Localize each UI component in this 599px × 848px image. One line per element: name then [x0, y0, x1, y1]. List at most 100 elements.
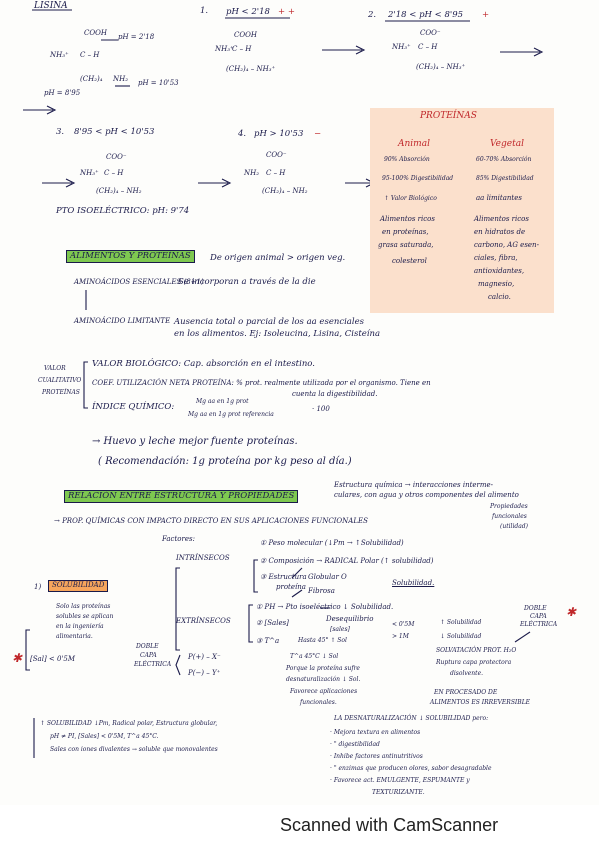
- note-estructura-1: Estructura química → interacciones inter…: [334, 481, 494, 489]
- star-right: ✱: [566, 605, 577, 619]
- desnat-4: · " enzimas que producen olores, sabor d…: [330, 765, 492, 772]
- huevo-leche: → Huevo y leche mejor fuente proteínas.: [92, 436, 298, 447]
- p-plus: P(+) – X⁻: [188, 653, 221, 661]
- intrinseco-3a: ③ Estructura: [260, 573, 307, 581]
- step4-number: 4.: [238, 129, 247, 139]
- protein-table-background: [370, 108, 554, 313]
- row3-animal: ↑ Valor Biológico: [384, 195, 437, 202]
- step1-nh3: NH₃⁺: [215, 45, 234, 53]
- row4-animal-4: colesterol: [392, 257, 427, 265]
- extrinseco-2b: Desequilibrio: [326, 615, 374, 623]
- side-label-cualitativo: CUALITATIVO: [38, 377, 82, 384]
- coo-h-label: COOH: [84, 29, 107, 37]
- p-minus: P(−) – Y⁺: [188, 669, 221, 677]
- note-propiedades: Propiedades: [490, 503, 528, 510]
- row4-animal-2: en proteínas,: [382, 228, 429, 236]
- step3-number: 3.: [56, 127, 65, 137]
- desnat-1: · Mejora textura en alimentos: [330, 729, 421, 736]
- left-doble-1: DOBLE: [136, 643, 159, 650]
- solo-line1: Solo las proteínas: [56, 603, 111, 610]
- extrinseco-2g: ↓ Solubilidad: [440, 633, 482, 640]
- pk3-label: pH = 8'95: [44, 89, 81, 97]
- intrinseco-3b: proteína: [276, 583, 306, 591]
- desnat-title: LA DESNATURALIZACIÓN ↓ SOLUBILIDAD pero:: [334, 715, 489, 722]
- note-estructura-2: culares, con agua y otros componentes de…: [334, 491, 519, 499]
- recomendacion: ( Recomendación: 1g proteína por kg peso…: [98, 456, 352, 467]
- step3-ch2: (CH₂)₄ – NH₂: [96, 187, 142, 195]
- extrinseco-2d: < 0'5M: [392, 621, 415, 628]
- bullet-aa-limitante-text2: en los alimentos. Ej: Isoleucina, Lisina…: [174, 329, 381, 339]
- step3-nh3: NH₃⁺: [80, 169, 99, 177]
- row1-animal: 90% Absorción: [384, 156, 430, 163]
- bottom-solubilidad-2: pH ≠ PI, [Sales] < 0'5M, T^a 45°C.: [50, 733, 159, 740]
- extrinseco-2e: > 1M: [392, 633, 409, 640]
- scanned-watermark: Scanned with CamScanner: [280, 815, 499, 835]
- row4-vegetal-3: carbono, AG esen-: [474, 241, 539, 249]
- desnat-6: TEXTURIZANTE.: [372, 789, 425, 796]
- bullet-aa-esenciales-text: Se incorporan a través de la die: [178, 277, 316, 287]
- col-vegetal: Vegetal: [490, 139, 524, 149]
- left-doble-3: ELÉCTRICA: [134, 661, 172, 668]
- left-doble-2: CAPA: [140, 652, 157, 659]
- ch2-label: (CH₂)₄: [80, 75, 103, 83]
- doble-capa-3: ELÉCTRICA: [520, 621, 558, 628]
- step4-ch2: (CH₂)₄ – NH₂: [262, 187, 308, 195]
- step1-ch2: (CH₂)₄ – NH₃⁺: [226, 65, 276, 73]
- step2-ch2: (CH₂)₄ – NH₃⁺: [416, 63, 466, 71]
- row3-vegetal: aa limitantes: [476, 194, 522, 202]
- desnat-5: · Favorece act. EMULGENTE, ESPUMANTE y: [330, 777, 470, 784]
- section-relacion-title: RELACIÓN ENTRE ESTRUCTURA Y PROPIEDADES: [64, 490, 299, 504]
- row4-vegetal-5: antioxidantes,: [474, 267, 525, 275]
- coef-utilizacion: COEF. UTILIZACIÓN NETA PROTEÍNA: % prot.…: [92, 379, 431, 387]
- step2-charge: +: [482, 10, 490, 20]
- nh2-label: NH₂: [113, 75, 129, 83]
- row4-vegetal-1: Alimentos ricos: [474, 215, 529, 223]
- step1-cooh: COOH: [234, 31, 257, 39]
- side-label-valor: VALOR: [44, 365, 66, 372]
- solo-line2: solubles se aplican: [56, 613, 114, 620]
- intrinseco-3c: Globular O: [308, 573, 347, 581]
- extrinseco-3e: Favorece aplicaciones: [290, 688, 358, 695]
- step2-cond: 2'18 < pH < 8'95: [388, 10, 464, 20]
- intrinseco-2: ② Composición → RADICAL Polar (↑ solubil…: [260, 557, 434, 565]
- indice-mult: · 100: [312, 405, 330, 413]
- col-animal: Animal: [398, 139, 430, 149]
- step3-ch: C – H: [104, 169, 124, 177]
- extrinseco-3d: desnaturalización ↓ Sol.: [286, 676, 361, 683]
- note-utilidad: (utilidad): [500, 523, 528, 530]
- factores-label: Factores:: [162, 535, 195, 543]
- doble-capa-1: DOBLE: [524, 605, 547, 612]
- step2-coo: COO⁻: [420, 29, 441, 37]
- indice-den: Mg aa en 1g prot referencia: [188, 411, 274, 418]
- side-label-proteinas: PROTEÍNAS: [42, 389, 80, 396]
- row2-animal: 95-100% Digestibilidad: [382, 175, 454, 182]
- step4-coo: COO⁻: [266, 151, 287, 159]
- protein-table-title: PROTEÍNAS: [420, 111, 477, 121]
- row4-animal-3: grasa saturada,: [378, 241, 434, 249]
- row4-vegetal-2: en hidratos de: [474, 228, 526, 236]
- intrinseco-3e: Solubilidad.: [392, 579, 435, 587]
- section-alimentos-intro: De origen animal > origen veg.: [210, 253, 346, 263]
- bottom-solubilidad-3: Sales con iones divalentes → soluble que…: [50, 746, 218, 753]
- step2-number: 2.: [368, 10, 377, 20]
- step4-nh2: NH₂: [244, 169, 260, 177]
- note-funcionales: funcionales: [492, 513, 527, 520]
- extrinseco-2c: [sales]: [330, 626, 350, 633]
- step4-ch: C – H: [266, 169, 286, 177]
- pk2-label: pH = 10'53: [138, 79, 179, 87]
- extrinseco-3c: Porque la proteína sufre: [286, 665, 360, 672]
- step1-cond: pH < 2'18: [226, 7, 270, 17]
- step3-cond: 8'95 < pH < 10'53: [74, 127, 155, 137]
- desnat-3: · Inhibe factores antinutritivos: [330, 753, 423, 760]
- solvatacion-3: disolvente.: [450, 670, 484, 677]
- row4-vegetal-4: ciales, fibra,: [474, 254, 518, 262]
- step4-charge: −: [314, 129, 322, 139]
- pk1-label: pH = 2'18: [118, 33, 155, 41]
- valor-biologico: VALOR BIOLÓGICO: Cap. absorción en el in…: [92, 359, 315, 369]
- row1-vegetal: 60-70% Absorción: [476, 156, 532, 163]
- extrinseco-3: ③ T^a: [256, 637, 280, 645]
- solo-line3: en la ingeniería: [56, 623, 104, 630]
- step2-nh3: NH₃⁺: [392, 43, 411, 51]
- extrinseco-2a: ② [Sales]: [256, 619, 289, 627]
- bottom-solubilidad-1: ↑ SOLUBILIDAD ↓Pm, Radical polar, Estruc…: [40, 720, 218, 727]
